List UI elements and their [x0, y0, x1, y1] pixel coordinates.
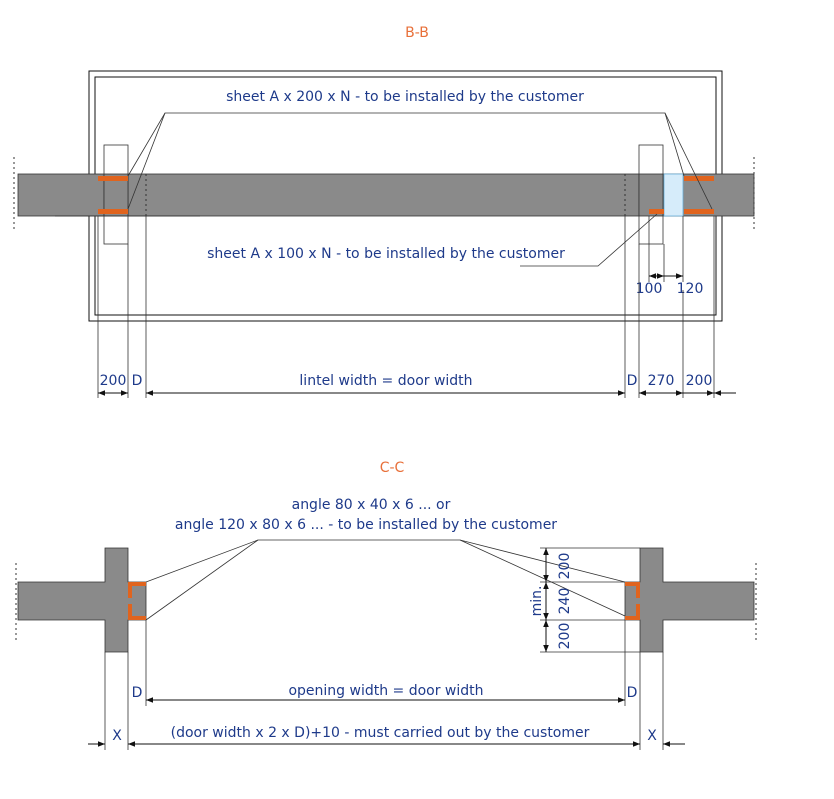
wall-band [17, 173, 755, 217]
dim-120: 120 [677, 281, 704, 297]
dim-x-left: X [112, 728, 122, 744]
dim-d-left-bb: D [132, 373, 143, 389]
dim-200-top: 200 [557, 553, 573, 580]
dim-240: 240 [557, 588, 573, 615]
steel-sheet-bottom-mid [649, 209, 664, 214]
angle-right-bottom [625, 604, 640, 620]
steel-sheet-bottom-right [684, 209, 714, 214]
leader-angle-main [145, 539, 626, 583]
section-bb-title: B-B [405, 25, 429, 41]
dim-200-left: 200 [100, 373, 127, 389]
leader-top-right2 [664, 112, 685, 177]
angle-left-top [128, 582, 146, 598]
dim-d-right-cc: D [627, 685, 638, 701]
dim-200-bottom: 200 [557, 623, 573, 650]
dim-d-right-bb: D [627, 373, 638, 389]
angle-left-bottom [128, 604, 146, 620]
wall-left [17, 547, 147, 653]
note-sheet-200: sheet A x 200 x N - to be installed by t… [226, 89, 584, 105]
leader-angle-left2 [145, 539, 259, 621]
leader-top-outer [127, 112, 713, 210]
insulation-gap [663, 173, 684, 217]
leader-bottom [520, 213, 658, 267]
steel-sheet-top-right [684, 176, 714, 181]
steel-sheet-top-left [98, 176, 128, 181]
dim-min: min. [529, 586, 545, 617]
note-sheet-100: sheet A x 100 x N - to be installed by t… [207, 246, 565, 262]
note-angle-line2: angle 120 x 80 x 6 ... - to be installed… [175, 517, 557, 533]
dim-200-right: 200 [686, 373, 713, 389]
formula-label: (door width x 2 x D)+10 - must carried o… [171, 725, 590, 741]
wall-right [624, 547, 755, 653]
note-angle-line1: angle 80 x 40 x 6 ... or [292, 497, 451, 513]
dim-x-right: X [647, 728, 657, 744]
section-bb: B-B sheet A x 200 x N - to be installed … [13, 25, 755, 398]
leader-top-left2 [127, 112, 166, 210]
dim-100: 100 [636, 281, 663, 297]
lintel-width-label: lintel width = door width [299, 373, 472, 389]
dim-d-left-cc: D [132, 685, 143, 701]
section-cc: C-C angle 80 x 40 x 6 ... or angle 120 x… [15, 460, 757, 750]
opening-width-label: opening width = door width [288, 683, 483, 699]
leader-angle-right2 [459, 539, 626, 617]
dim-270: 270 [648, 373, 675, 389]
angle-right-top [625, 582, 640, 598]
section-cc-title: C-C [380, 460, 405, 476]
steel-sheet-bottom-left [98, 209, 128, 214]
